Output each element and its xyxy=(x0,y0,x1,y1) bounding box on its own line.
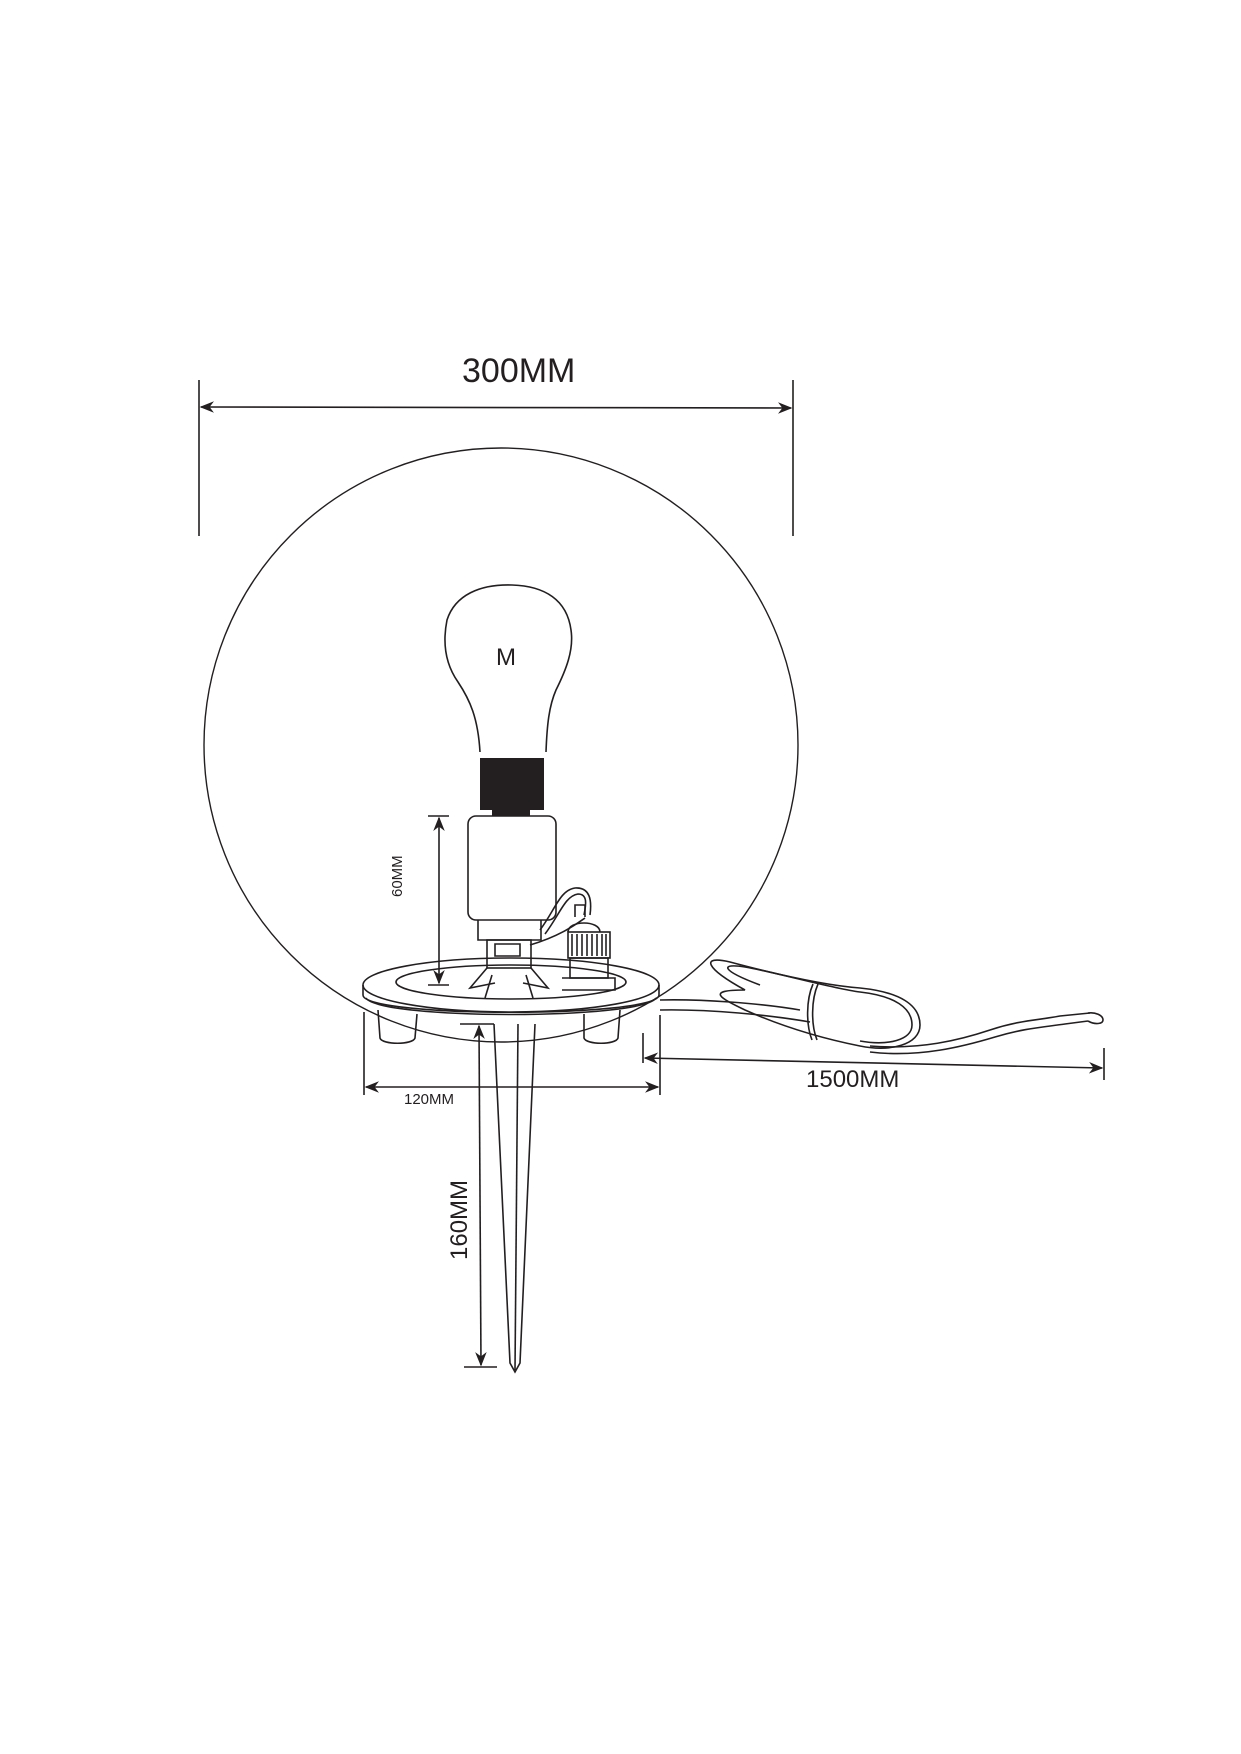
lamp-socket xyxy=(467,815,592,999)
socket-height-label: 60MM xyxy=(389,855,406,897)
light-bulb-icon xyxy=(444,584,573,816)
globe-shade xyxy=(203,447,799,1043)
globe-diameter-dimension xyxy=(198,380,794,536)
base-plate xyxy=(362,957,660,1045)
cable-gland xyxy=(562,904,616,991)
globe-diameter-label: 300MM xyxy=(462,352,576,390)
spike-length-dimension xyxy=(460,1023,497,1368)
cable-length-label: 1500MM xyxy=(806,1066,900,1093)
ground-spike xyxy=(493,1023,536,1374)
socket-height-dimension xyxy=(428,815,449,986)
base-diameter-dimension xyxy=(363,1012,661,1095)
bulb-mark-label: M xyxy=(496,644,516,671)
spike-length-label: 160MM xyxy=(446,1179,473,1260)
cable-length-dimension xyxy=(642,1033,1105,1080)
power-cable xyxy=(659,959,1104,1055)
base-diameter-label: 120MM xyxy=(404,1091,455,1108)
